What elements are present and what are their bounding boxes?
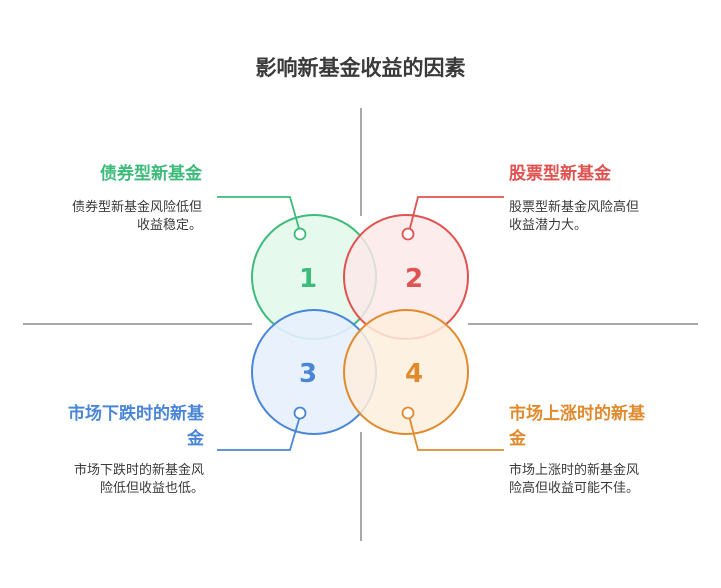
quadrant-2-title: 股票型新基金: [509, 164, 611, 184]
quadrant-3-description: 市场下跌时的新基金风 险低但收益也低。: [20, 462, 204, 498]
quadrant-4-description-line: 险高但收益可能不佳。: [509, 481, 640, 496]
quadrant-2-description-line: 收益潜力大。: [509, 218, 588, 233]
connector-1: [217, 196, 301, 233]
quadrant-3-title: 市场下跌时的新基 金: [20, 402, 204, 452]
quadrant-4-title-line: 市场上涨时的新基: [509, 404, 645, 424]
connector-3-dot: [293, 406, 307, 420]
circle-3-number: 3: [299, 359, 317, 389]
quadrant-2-description: 股票型新基金风险高但 收益潜力大。: [509, 199, 699, 235]
quadrant-3-title-line: 金: [187, 429, 204, 449]
quadrant-3-description-line: 险低但收益也低。: [99, 481, 204, 496]
quadrant-4-title: 市场上涨时的新基 金: [509, 402, 699, 452]
quadrant-2-description-line: 股票型新基金风险高但: [509, 200, 640, 215]
connector-4-dot: [401, 406, 415, 420]
connector-2-dot: [401, 227, 415, 241]
quadrant-1-title: 债券型新基金: [100, 164, 202, 184]
connector-1-dot: [293, 227, 307, 241]
connector-2: [408, 196, 504, 233]
circle-4: [343, 309, 469, 435]
circle-2-number: 2: [405, 264, 423, 294]
circle-4-number: 4: [405, 359, 423, 389]
quadrant-4-description-line: 市场上涨时的新基金风: [509, 463, 640, 478]
diagram-title: 影响新基金收益的因素: [255, 56, 466, 80]
circle-1-number: 1: [299, 264, 317, 294]
quadrant-1-description-line: 收益稳定。: [136, 218, 202, 233]
quadrant-1-description-line: 债券型新基金风险低但: [71, 200, 202, 215]
connector-4: [408, 415, 504, 451]
quadrant-4-description: 市场上涨时的新基金风 险高但收益可能不佳。: [509, 462, 699, 498]
quadrant-1-description: 债券型新基金风险低但 收益稳定。: [20, 199, 202, 235]
quadrant-3-title-line: 市场下跌时的新基: [68, 404, 204, 424]
quadrant-4-title-line: 金: [509, 429, 526, 449]
quadrant-3-description-line: 市场下跌时的新基金风: [73, 463, 204, 478]
connector-3: [217, 415, 301, 451]
